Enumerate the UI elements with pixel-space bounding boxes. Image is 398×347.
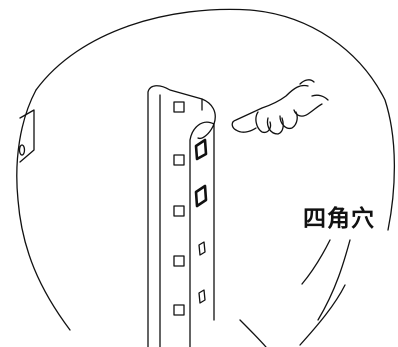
callout-leader [239, 239, 351, 347]
magnify-circle-outline [35, 8, 396, 231]
upright-post [147, 85, 216, 347]
magnify-circle-outline-left [16, 89, 71, 331]
square-hole-highlighted [194, 138, 208, 208]
magnify-circle-outline-bottom [299, 284, 346, 346]
square-hole-label: 四角穴 [303, 204, 375, 234]
front-face-holes [173, 101, 185, 316]
left-rack-fragment [18, 109, 35, 163]
pointing-hand-icon [231, 79, 329, 135]
side-face-holes [198, 241, 206, 304]
